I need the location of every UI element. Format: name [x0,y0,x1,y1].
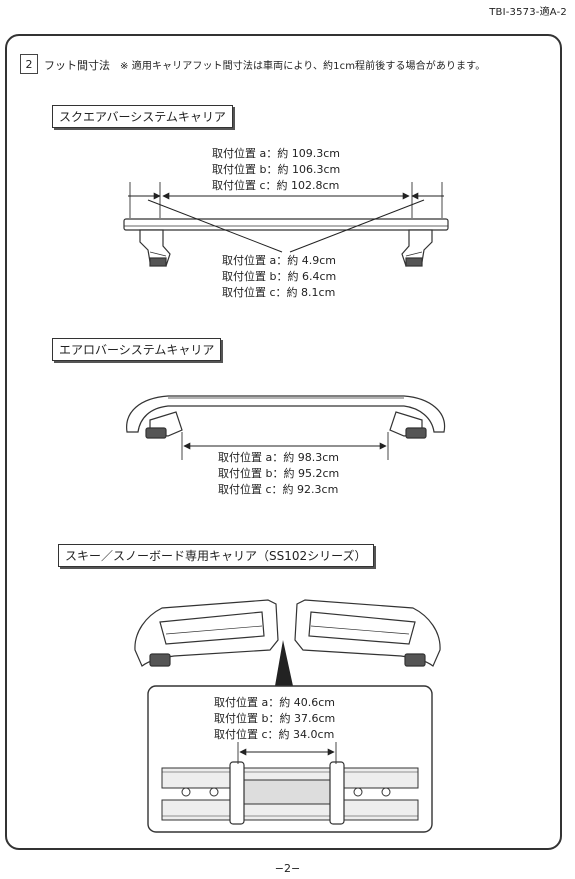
aero-bar-span: 取付位置 a：約 98.3cm 取付位置 b：約 95.2cm 取付位置 c：約… [218,450,339,498]
ski-carrier-label: スキー／スノーボード専用キャリア（SS102シリーズ） [58,544,374,567]
ski-carrier-span: 取付位置 a：約 40.6cm 取付位置 b：約 37.6cm 取付位置 c：約… [214,695,335,743]
section-note: ※ 適用キャリアフット間寸法は車両により、約1cm程前後する場合があります。 [120,61,486,72]
measure-b: 取付位置 b：約 106.3cm [212,163,341,176]
measure-c: 取付位置 c：約 8.1cm [222,286,336,299]
measure-c: 取付位置 c：約 34.0cm [214,728,335,741]
section-number: 2 [20,54,38,74]
measure-a: 取付位置 a：約 40.6cm [214,696,335,709]
document-id: TBI-3573-適A-2 [489,7,567,18]
ski-detail-panel [147,685,433,833]
measure-a: 取付位置 a：約 109.3cm [212,147,340,160]
square-bar-overhang: 取付位置 a：約 4.9cm 取付位置 b：約 6.4cm 取付位置 c：約 8… [222,253,336,301]
measure-b: 取付位置 b：約 6.4cm [222,270,337,283]
measure-b: 取付位置 b：約 37.6cm [214,712,336,725]
measure-b: 取付位置 b：約 95.2cm [218,467,340,480]
measure-c: 取付位置 c：約 92.3cm [218,483,339,496]
square-bar-inner-span: 取付位置 a：約 109.3cm 取付位置 b：約 106.3cm 取付位置 c… [212,146,340,194]
content-frame [5,34,562,850]
aero-bar-drawing [126,395,446,460]
square-bar-dimensions [128,192,444,253]
measure-a: 取付位置 a：約 98.3cm [218,451,339,464]
measure-c: 取付位置 c：約 102.8cm [212,179,340,192]
ski-carrier-drawing [134,599,441,686]
page-number: −2− [274,862,301,875]
square-bar-label: スクエアバーシステムキャリア [52,105,233,128]
measure-a: 取付位置 a：約 4.9cm [222,254,336,267]
aero-bar-label: エアロバーシステムキャリア [52,338,222,361]
section-title: フット間寸法 [44,59,110,72]
